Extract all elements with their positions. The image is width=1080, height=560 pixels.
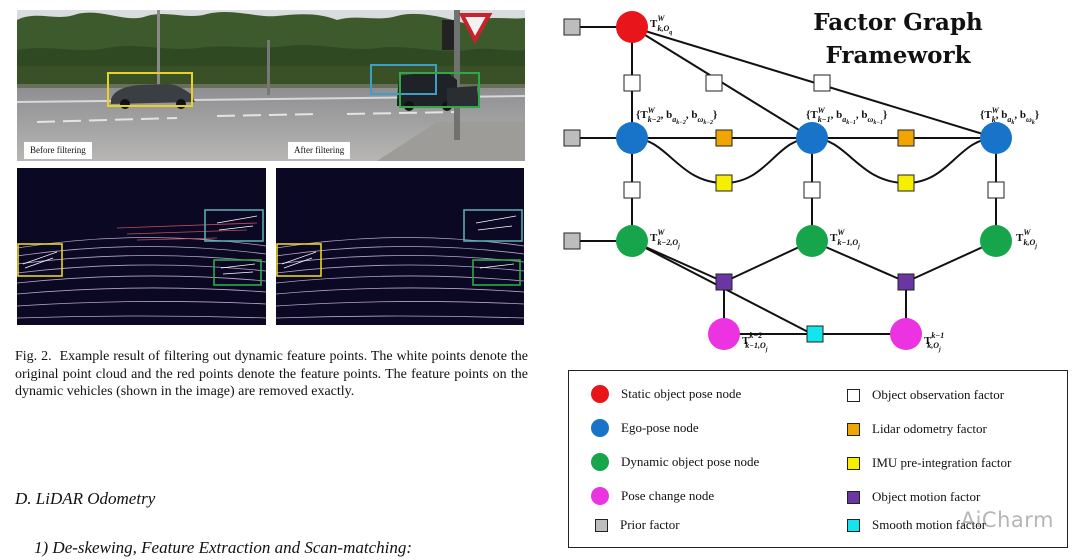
prior-factor-top: [563, 18, 581, 36]
motion-factor-1: [715, 273, 733, 291]
legend-imu: IMU pre-integration factor: [847, 455, 1011, 471]
figure-title-line2: Framework: [825, 42, 971, 69]
figure-caption: Fig. 2.Example result of filtering out d…: [15, 348, 528, 401]
cyan-detection-box: [370, 64, 437, 95]
green-circle-icon: [591, 453, 609, 471]
observation-factor-1: [623, 74, 641, 92]
legend-prior: Prior factor: [595, 517, 680, 533]
red-circle-icon: [591, 385, 609, 403]
lidar-after-panel: [276, 168, 524, 325]
legend: Static object pose node Object observati…: [568, 370, 1068, 548]
after-filtering-label: After filtering: [288, 142, 351, 159]
lidar-after-yellow-box: [276, 243, 322, 277]
legend-dynamic: Dynamic object pose node: [591, 453, 759, 471]
observation-factor-6: [987, 181, 1005, 199]
green-detection-box: [399, 72, 480, 108]
dynamic-node-k2: [616, 225, 648, 257]
lidar-teal-box: [204, 209, 264, 242]
section-heading: D. LiDAR Odometry: [15, 489, 156, 508]
lidar-factor-2: [897, 129, 915, 147]
legend-ego: Ego-pose node: [591, 419, 699, 437]
ego-node-k2: [616, 122, 648, 154]
lidar-after-scan: [276, 209, 524, 319]
yellow-square-icon: [847, 456, 860, 470]
orange-square-icon: [847, 422, 860, 436]
street-scene: [17, 10, 525, 161]
yellow-detection-box: [107, 72, 193, 107]
blue-circle-icon: [591, 419, 609, 437]
camera-image: Before filtering After filtering: [17, 10, 525, 161]
cyan-square-icon: [847, 518, 860, 532]
motion-factor-2: [897, 273, 915, 291]
ego-node-k: [980, 122, 1012, 154]
figure-title-line1: Factor Graph: [813, 9, 983, 36]
legend-lidar: Lidar odometry factor: [847, 421, 987, 437]
pose-change-node-1: [708, 318, 740, 350]
legend-static: Static object pose node: [591, 385, 741, 403]
legend-observation: Object observation factor: [847, 387, 1004, 403]
lidar-after-green-box: [472, 259, 521, 286]
legend-motion: Object motion factor: [847, 489, 980, 505]
paper-left-column: Before filtering After filtering: [15, 10, 528, 557]
purple-square-icon: [847, 490, 860, 504]
prior-factor-ego: [563, 129, 581, 147]
ego-node-k1: [796, 122, 828, 154]
lidar-after-teal-box: [463, 209, 523, 242]
observation-factor-5: [803, 181, 821, 199]
imu-factor-2: [897, 174, 915, 192]
gray-square-icon: [595, 518, 608, 532]
subsection-heading: 1) De-skewing, Feature Extraction and Sc…: [34, 538, 412, 557]
prior-factor-dynamic: [563, 232, 581, 250]
dynamic-node-k: [980, 225, 1012, 257]
factor-graph-figure: Factor Graph Framework: [548, 0, 1080, 560]
legend-pose-change: Pose change node: [591, 487, 714, 505]
magenta-circle-icon: [591, 487, 609, 505]
imu-factor-1: [715, 174, 733, 192]
lidar-green-box: [213, 259, 262, 286]
figure-title: Factor Graph Framework: [798, 6, 998, 72]
lidar-before-scan: [17, 209, 266, 319]
pose-change-node-2: [890, 318, 922, 350]
watermark: AiCharm: [960, 508, 1054, 532]
observation-factor-3: [813, 74, 831, 92]
static-pose-node: [616, 11, 648, 43]
white-square-icon: [847, 388, 860, 402]
before-filtering-label: Before filtering: [24, 142, 92, 159]
lidar-yellow-box: [17, 243, 63, 277]
legend-smooth: Smooth motion factor: [847, 517, 986, 533]
caption-text: Example result of filtering out dynamic …: [15, 349, 528, 399]
observation-factor-2: [705, 74, 723, 92]
caption-label: Fig. 2.: [15, 349, 52, 364]
lidar-factor-1: [715, 129, 733, 147]
dynamic-node-k1: [796, 225, 828, 257]
smooth-factor: [806, 325, 824, 343]
lidar-before-panel: [17, 168, 266, 325]
